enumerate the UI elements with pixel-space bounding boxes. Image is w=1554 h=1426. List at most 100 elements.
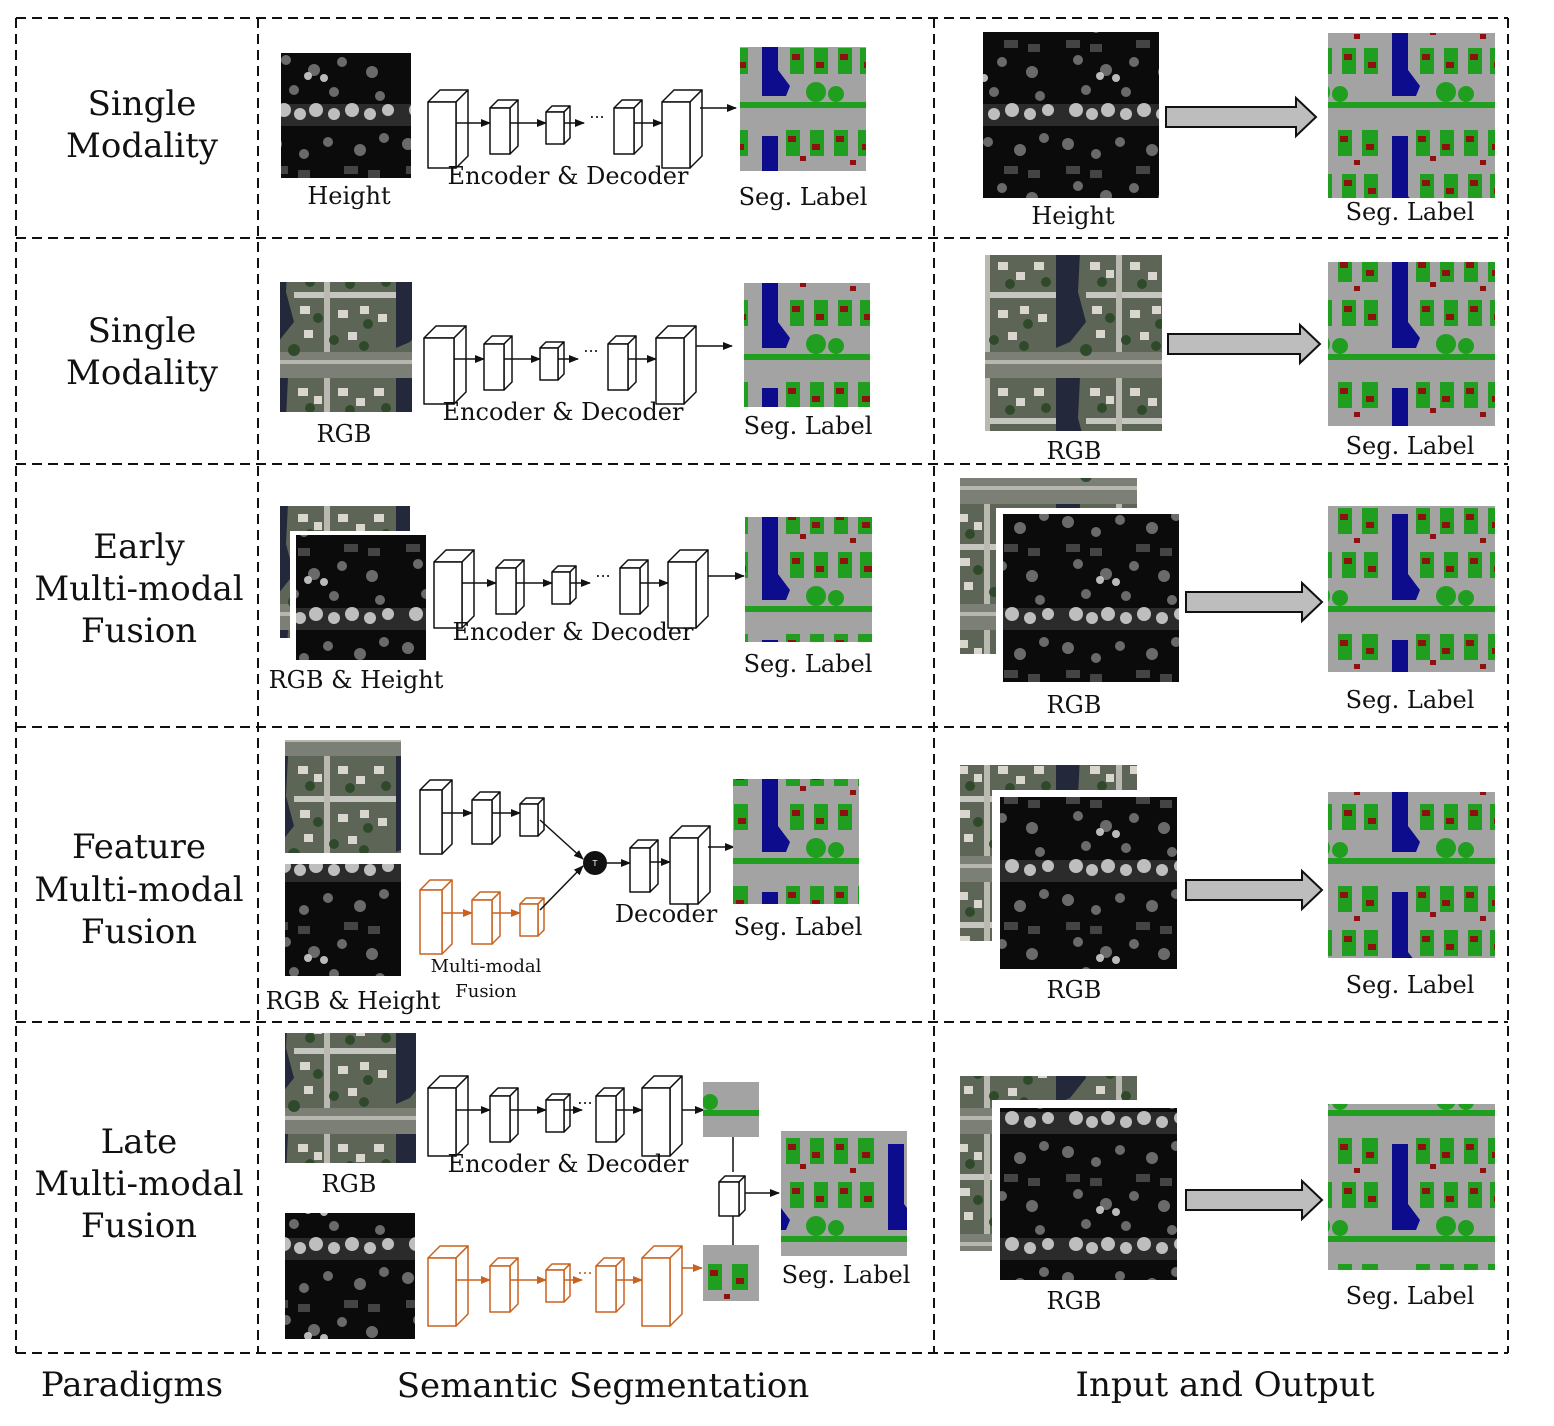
layer-block	[595, 1087, 625, 1143]
rgb-encoder	[419, 779, 545, 855]
io-seg-label-image	[1328, 262, 1495, 426]
rgb-branch-output	[703, 1082, 759, 1137]
layer-block	[545, 1263, 571, 1303]
input-label: RGB & Height	[266, 987, 441, 1015]
layer-block	[641, 1075, 683, 1157]
io-seg-label-image	[1328, 33, 1495, 198]
encoder-decoder-network: ...	[423, 325, 733, 405]
io-output-label: Seg. Label	[1346, 1282, 1475, 1310]
network-label: Encoder & Decoder	[443, 398, 684, 426]
network-label: Decoder	[615, 900, 718, 928]
seg-label-image	[744, 283, 870, 407]
rgb-image	[285, 1033, 416, 1163]
height-encoder-decoder: ...	[427, 1245, 703, 1327]
rgb-encoder-decoder: ...	[427, 1075, 705, 1157]
ellipsis-text: ...	[589, 103, 604, 122]
io-arrow	[1185, 1178, 1324, 1222]
ellipsis-text: ...	[595, 562, 610, 581]
io-height-image	[1000, 1108, 1177, 1280]
layer-block	[495, 559, 525, 615]
io-arrow	[1185, 580, 1324, 624]
height-image	[281, 53, 411, 178]
layer-block	[483, 335, 513, 391]
output-label: Seg. Label	[782, 1261, 911, 1289]
row-3-io: RGB Seg. Label	[960, 478, 1495, 719]
seg-label-image	[733, 779, 859, 904]
column-input-output: Input and Output	[1076, 1365, 1375, 1405]
io-input-label: RGB	[1047, 1287, 1102, 1315]
layer-block	[433, 549, 475, 629]
ellipsis-text: ...	[577, 1259, 592, 1278]
io-input-label: RGB	[1047, 976, 1102, 1004]
output-label: Seg. Label	[744, 650, 873, 678]
row-3-segmentation: RGB & Height ... Encoder & Decoder Seg. …	[269, 506, 873, 694]
layer-block	[489, 1257, 519, 1313]
column-semantic-segmentation: Semantic Segmentation	[397, 1366, 809, 1406]
paradigm-labels: Single Modality Single Modality Early Mu…	[34, 84, 243, 1246]
layer-block	[669, 825, 711, 905]
table-grid	[15, 17, 1509, 1354]
io-input-label: RGB	[1047, 691, 1102, 719]
network-label: Encoder & Decoder	[448, 1150, 689, 1178]
layer-block	[667, 549, 709, 629]
row-1-io: Height Seg. Label	[983, 32, 1495, 230]
layer-block	[655, 325, 697, 405]
paradigm-4-line-2: Multi-modal	[34, 870, 243, 910]
row-5-io: RGB Seg. Label	[960, 1076, 1495, 1315]
output-label: Seg. Label	[744, 412, 873, 440]
height-image	[285, 1213, 415, 1339]
layer-block	[427, 1245, 469, 1327]
output-label: Seg. Label	[734, 913, 863, 941]
io-arrow	[1165, 95, 1318, 139]
layer-block	[545, 1093, 571, 1133]
paradigm-2-line-2: Modality	[66, 353, 219, 393]
row-2-segmentation: RGB ... Encoder & Decoder Seg. Label	[280, 282, 872, 448]
fusion-arrow-rgb	[539, 819, 584, 860]
layer-block	[595, 1257, 625, 1313]
layer-block	[427, 1075, 469, 1157]
paradigm-5-line-2: Multi-modal	[34, 1164, 243, 1204]
ellipsis-text: ...	[583, 337, 598, 356]
row-1-segmentation: Height ... Encoder & Decoder Seg. Label	[281, 47, 867, 211]
paradigm-3-line-3: Fusion	[81, 611, 197, 651]
height-image	[285, 864, 401, 976]
layer-block	[471, 891, 501, 945]
layer-block	[427, 89, 469, 169]
paradigm-5-line-1: Late	[101, 1122, 178, 1162]
network-label: Encoder & Decoder	[453, 618, 694, 646]
layer-block	[661, 89, 703, 169]
encoder-decoder-network: ...	[433, 549, 745, 629]
seg-label-image	[745, 517, 872, 642]
io-input-label: RGB	[1047, 437, 1102, 465]
fusion-arrow-height	[539, 865, 584, 911]
input-label: RGB & Height	[269, 666, 444, 694]
paradigm-2-line-1: Single	[88, 311, 197, 351]
layer-block	[489, 99, 519, 155]
paradigm-3-line-2: Multi-modal	[34, 569, 243, 609]
paradigm-5-line-3: Fusion	[81, 1206, 197, 1246]
rgb-image	[280, 282, 412, 412]
layer-block	[613, 99, 643, 155]
network-label: Encoder & Decoder	[448, 162, 689, 190]
layer-block	[423, 325, 467, 405]
layer-block	[641, 1245, 683, 1327]
seg-label-image	[781, 1131, 907, 1256]
io-output-label: Seg. Label	[1346, 432, 1475, 460]
layer-block	[419, 879, 453, 955]
io-height-image	[1000, 797, 1177, 969]
io-seg-label-image	[1328, 506, 1495, 672]
row-4-segmentation: RGB & Height T Decoder Multi-modal Fusio…	[266, 740, 863, 1015]
input-label: Height	[307, 182, 391, 210]
output-label: Seg. Label	[739, 183, 868, 211]
layer-block	[519, 797, 545, 837]
column-headers: Paradigms Semantic Segmentation Input an…	[41, 1365, 1375, 1406]
input-label: RGB	[317, 420, 372, 448]
seg-label-image	[740, 47, 866, 171]
paradigm-3-line-1: Early	[93, 527, 185, 567]
io-height-image	[983, 32, 1159, 198]
height-encoder	[419, 879, 545, 955]
late-fusion-block	[718, 1175, 780, 1217]
layer-block	[551, 565, 577, 605]
io-input-label: Height	[1031, 202, 1115, 230]
layer-block	[718, 1175, 746, 1217]
